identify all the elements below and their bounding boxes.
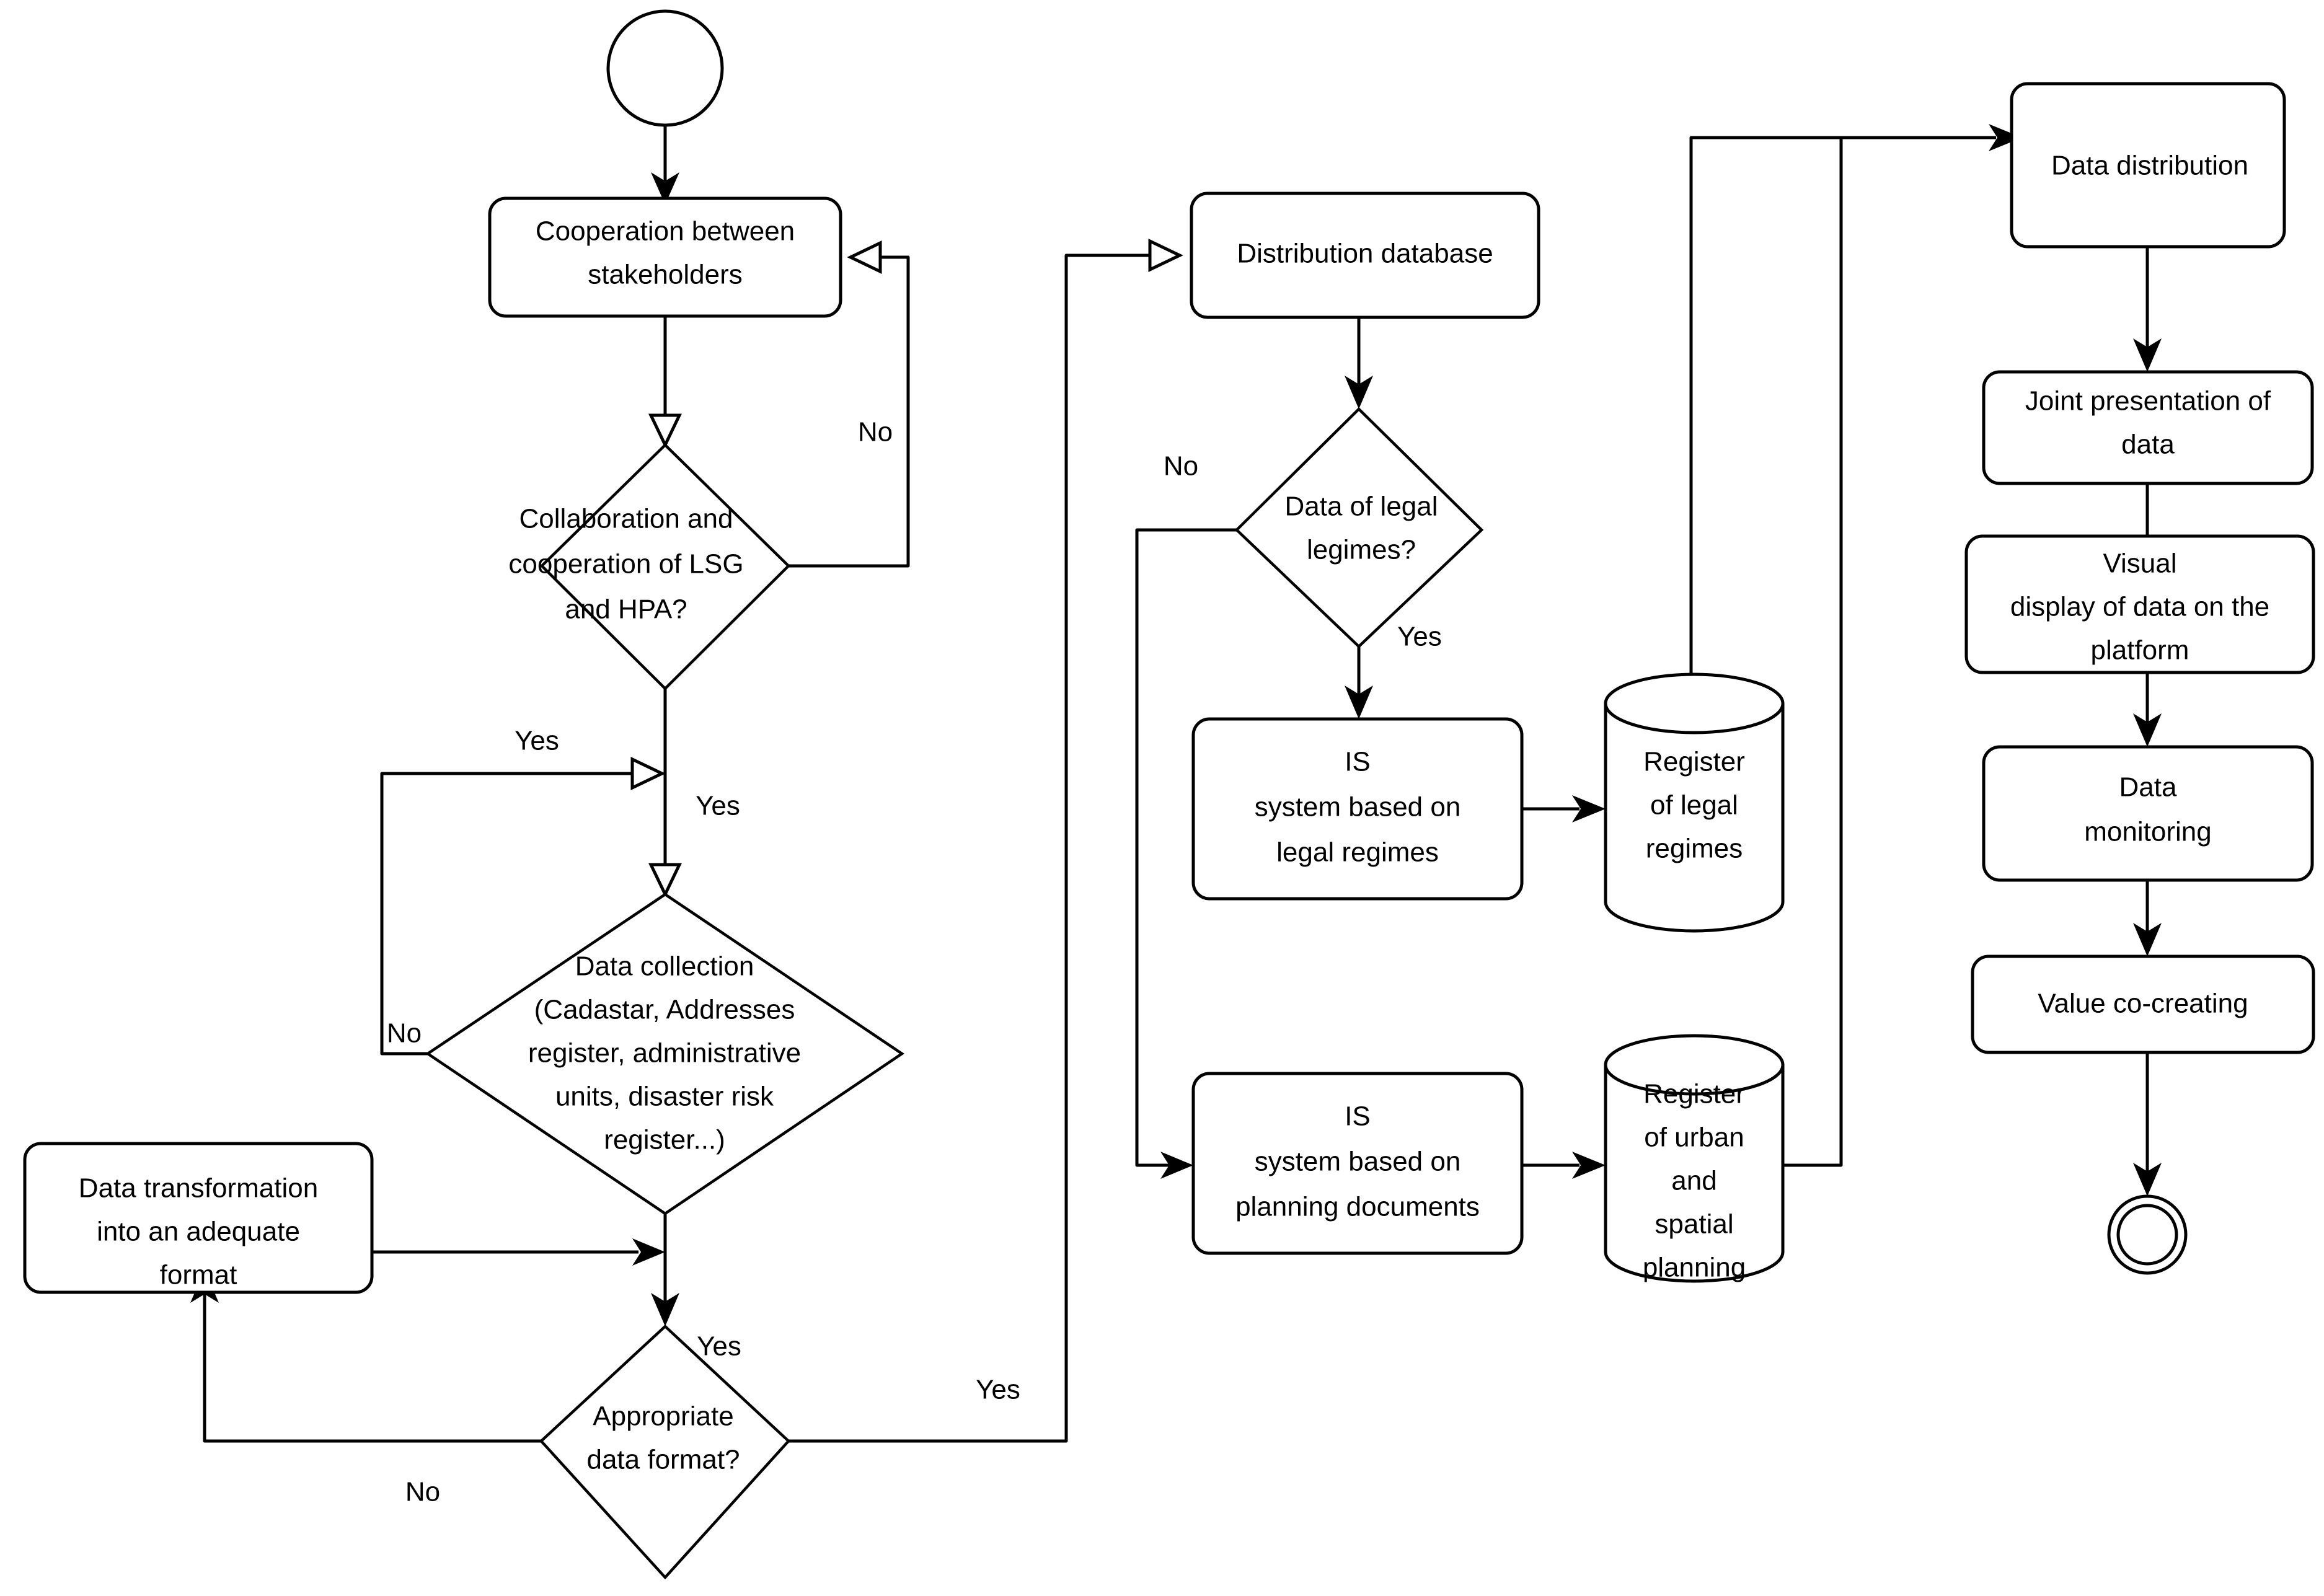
node-register-urban-line1: Register: [1643, 1079, 1745, 1109]
node-data-transformation-line1: Data transformation: [79, 1173, 318, 1204]
node-collab-decision-line2: cooperation of LSG: [508, 549, 743, 580]
edge-monitoring-to-value: [2133, 880, 2162, 956]
node-collab-decision-line3: and HPA?: [565, 594, 687, 625]
edge-transformation-to-main: [372, 1238, 665, 1266]
edge-visual-to-monitoring: [2133, 672, 2162, 747]
node-data-monitoring-line1: Data: [2119, 772, 2177, 803]
node-start[interactable]: [606, 9, 724, 127]
node-cooperation-line2: stakeholders: [588, 260, 742, 290]
edge-legal-yes-to-is-legal: Yes: [1345, 622, 1442, 719]
node-register-urban-line4: spatial: [1655, 1209, 1733, 1240]
edge-format-yes-to-distribution: Yes: [789, 239, 1183, 1443]
node-is-planning-line3: planning documents: [1235, 1192, 1480, 1222]
node-register-legal-line2: of legal: [1650, 790, 1738, 821]
node-data-collection-line3: register, administrative: [528, 1038, 801, 1069]
edge-label-legal-yes: Yes: [1397, 622, 1442, 652]
node-format-decision[interactable]: Appropriate data format?: [539, 1324, 791, 1580]
node-joint-presentation-line2: data: [2121, 430, 2175, 460]
node-register-urban-line5: planning: [1643, 1253, 1746, 1283]
node-is-legal-line1: IS: [1345, 747, 1371, 777]
node-collab-decision-line1: Collaboration and: [519, 504, 733, 534]
edge-start-to-cooperation: [651, 124, 679, 205]
node-data-collection-line4: units, disaster risk: [555, 1082, 774, 1112]
node-data-monitoring-line2: monitoring: [2084, 817, 2211, 847]
edge-is-legal-to-register-legal: [1522, 795, 1606, 822]
edge-label-collection-no: No: [387, 1018, 422, 1049]
edge-label-collab-no: No: [858, 417, 893, 447]
edge-distribution-to-legal: [1345, 317, 1373, 409]
node-cooperation[interactable]: Cooperation between stakeholders: [488, 196, 842, 318]
edge-collection-no-loop: No Yes: [380, 726, 666, 1056]
node-register-legal-line1: Register: [1643, 747, 1745, 777]
node-data-collection[interactable]: Data collection (Cadastar, Addresses reg…: [425, 893, 905, 1215]
node-is-planning-line2: system based on: [1255, 1147, 1461, 1177]
node-distribution-database[interactable]: Distribution database: [1190, 192, 1540, 319]
node-visual-display[interactable]: Visual display of data on the platform: [1964, 534, 2315, 674]
node-is-planning-line1: IS: [1345, 1101, 1371, 1132]
node-is-legal[interactable]: IS system based on legal regimes: [1191, 717, 1524, 901]
node-visual-display-line3: platform: [2091, 635, 2189, 666]
edge-collection-to-format: [651, 1214, 679, 1326]
node-data-distribution-label: Data distribution: [2051, 151, 2248, 181]
edge-label-legal-no: No: [1164, 451, 1198, 482]
node-data-distribution[interactable]: Data distribution: [2010, 82, 2286, 249]
edge-collab-no-loop: No: [787, 240, 910, 568]
node-is-legal-line2: system based on: [1255, 792, 1461, 822]
edge-label-format-yes-right: Yes: [976, 1375, 1020, 1405]
node-data-collection-line5: register...): [604, 1125, 725, 1155]
node-data-transformation[interactable]: Data transformation into an adequate for…: [23, 1142, 374, 1294]
edge-distribution-to-joint: [2133, 247, 2162, 372]
edge-collab-yes-down: Yes: [648, 689, 740, 898]
node-data-transformation-line2: into an adequate: [97, 1217, 300, 1247]
edge-format-no-loop: No: [190, 1269, 541, 1507]
node-data-monitoring[interactable]: Data monitoring: [1982, 745, 2314, 882]
node-joint-presentation[interactable]: Joint presentation of data: [1982, 370, 2314, 485]
node-data-collection-line1: Data collection: [575, 951, 754, 982]
edge-label-format-yes-top: Yes: [697, 1331, 741, 1362]
node-is-legal-line3: legal regimes: [1276, 837, 1439, 868]
node-distribution-database-label: Distribution database: [1237, 239, 1493, 269]
node-format-decision-line2: data format?: [586, 1445, 740, 1475]
node-register-urban[interactable]: Register of urban and spatial planning: [1604, 1034, 1785, 1283]
node-register-urban-line3: and: [1671, 1166, 1716, 1196]
edge-label-collab-yes-down: Yes: [696, 791, 740, 821]
node-cooperation-line1: Cooperation between: [536, 216, 795, 247]
edge-label-format-no: No: [405, 1477, 440, 1507]
node-legal-decision[interactable]: Data of legal legimes?: [1234, 407, 1484, 649]
node-data-transformation-line3: format: [160, 1260, 237, 1290]
node-collab-decision[interactable]: Collaboration and cooperation of LSG and…: [508, 443, 791, 691]
edge-label-collab-yes-side: Yes: [515, 726, 559, 756]
node-joint-presentation-line1: Joint presentation of: [2025, 386, 2271, 417]
node-legal-decision-line2: legimes?: [1307, 535, 1416, 565]
node-legal-decision-line1: Data of legal: [1284, 492, 1438, 522]
node-visual-display-line1: Visual: [2103, 549, 2176, 579]
node-register-urban-line2: of urban: [1644, 1122, 1744, 1153]
edge-cooperation-to-collab-decision: [648, 316, 682, 449]
node-end[interactable]: [2107, 1194, 2188, 1275]
node-data-collection-line2: (Cadastar, Addresses: [534, 995, 795, 1025]
node-value-cocreating[interactable]: Value co-creating: [1971, 955, 2315, 1054]
edge-legal-no-to-planning: No: [1135, 451, 1237, 1179]
node-is-planning[interactable]: IS system based on planning documents: [1191, 1072, 1524, 1255]
node-format-decision-line1: Appropriate: [593, 1401, 733, 1432]
node-register-legal-line3: regimes: [1646, 834, 1743, 864]
node-visual-display-line2: display of data on the: [2010, 592, 2269, 622]
edge-register-urban-to-distribution: [1783, 136, 1996, 1167]
node-value-cocreating-label: Value co-creating: [2038, 989, 2248, 1019]
edge-is-planning-to-register-urban: [1522, 1152, 1606, 1179]
node-register-legal[interactable]: Register of legal regimes: [1604, 672, 1785, 933]
